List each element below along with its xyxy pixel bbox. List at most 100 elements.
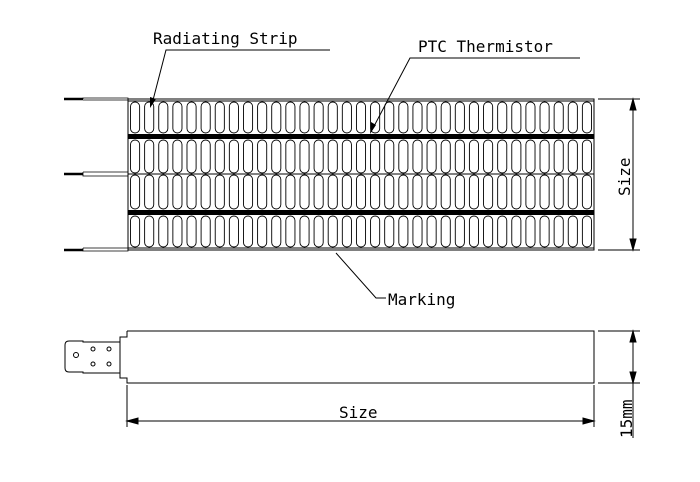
radiating-fin [412,174,423,210]
height-dimension [598,97,640,252]
radiating-fin [539,139,550,174]
radiating-fin [370,174,381,210]
radiating-fin [313,101,324,134]
radiating-fin [186,215,197,248]
radiating-fin [497,139,508,174]
radiating-fin [341,139,352,174]
radiating-fin [440,174,451,210]
thickness-dimension [598,329,640,438]
radiating-fin [553,215,564,248]
radiating-fin [243,101,254,134]
radiating-fin [228,139,239,174]
radiating-fin [553,139,564,174]
radiating-fin [384,174,395,210]
radiating-fin [525,101,536,134]
radiating-fin [581,101,592,134]
radiating-fin [144,174,155,210]
radiating-fin [186,174,197,210]
radiating-fin [158,139,169,174]
label-size-vertical: Size [615,157,634,196]
radiating-fin [313,139,324,174]
radiating-fin [158,174,169,210]
radiating-fin [172,101,183,134]
leader-lines [151,49,580,299]
radiating-fin [299,215,310,248]
radiating-fin [130,101,141,134]
radiating-fin [186,101,197,134]
radiating-fin [172,215,183,248]
width-dimension [125,385,596,427]
radiating-fin [483,101,494,134]
label-radiating-strip: Radiating Strip [153,29,298,48]
radiating-fin [341,174,352,210]
radiating-fin [144,101,155,134]
radiating-fin [172,139,183,174]
radiating-fin [539,174,550,210]
radiating-fin [581,215,592,248]
radiating-fin [285,215,296,248]
radiating-fin [384,101,395,134]
radiating-fin [158,215,169,248]
radiating-fin [355,101,367,134]
radiating-fin [567,139,578,174]
radiating-fin [243,174,254,210]
radiating-fin [539,101,550,134]
radiating-fin [214,101,225,134]
radiating-fin [370,215,381,248]
radiating-fin [511,139,522,174]
radiating-fin [567,215,578,248]
radiating-fin [384,215,395,248]
radiating-fin [299,139,310,174]
radiating-fin [370,101,381,134]
electrode-terminals [64,97,129,252]
radiating-fin [327,174,338,210]
radiating-fin [454,174,465,210]
radiating-fin [468,174,479,210]
radiating-fin [285,101,296,134]
radiating-fin [426,139,437,174]
radiating-fin [398,215,409,248]
radiating-fin [200,139,211,174]
radiating-fin [497,174,508,210]
radiating-fin [525,215,536,248]
radiating-fin [271,215,282,248]
radiating-fin [130,174,141,210]
label-size-horizontal: Size [339,403,378,422]
radiating-fin [398,139,409,174]
radiating-fin [454,101,465,134]
radiating-fin [539,215,550,248]
radiating-fin [398,101,409,134]
radiating-fin [130,139,141,174]
radiating-fin [511,215,522,248]
radiating-fin [327,139,338,174]
radiating-fin [327,101,338,134]
radiating-fin [440,215,451,248]
ptc-thermistor-bar-bottom [128,210,594,215]
radiating-fin [412,215,423,248]
radiating-fin [483,215,494,248]
radiating-fin [412,101,423,134]
radiating-fin [228,101,239,134]
radiating-fin [483,174,494,210]
radiating-fin [341,101,352,134]
radiating-fin [257,215,268,248]
radiating-fin [483,139,494,174]
radiating-fin [200,174,211,210]
radiating-fin [440,101,451,134]
radiating-fin [228,215,239,248]
radiating-fin [454,139,465,174]
radiating-fin [426,101,437,134]
radiating-fin [355,139,367,174]
radiating-fin [553,101,564,134]
radiating-fin [341,215,352,248]
radiating-fin [243,139,254,174]
radiating-fin [454,215,465,248]
label-ptc-thermistor: PTC Thermistor [418,37,553,56]
radiating-fin [355,215,367,248]
radiating-fin [172,174,183,210]
radiating-fin [468,101,479,134]
radiating-fin [581,139,592,174]
radiating-fin [468,139,479,174]
arrow-ptc-thermistor [370,122,376,134]
heater-frame [127,98,595,251]
